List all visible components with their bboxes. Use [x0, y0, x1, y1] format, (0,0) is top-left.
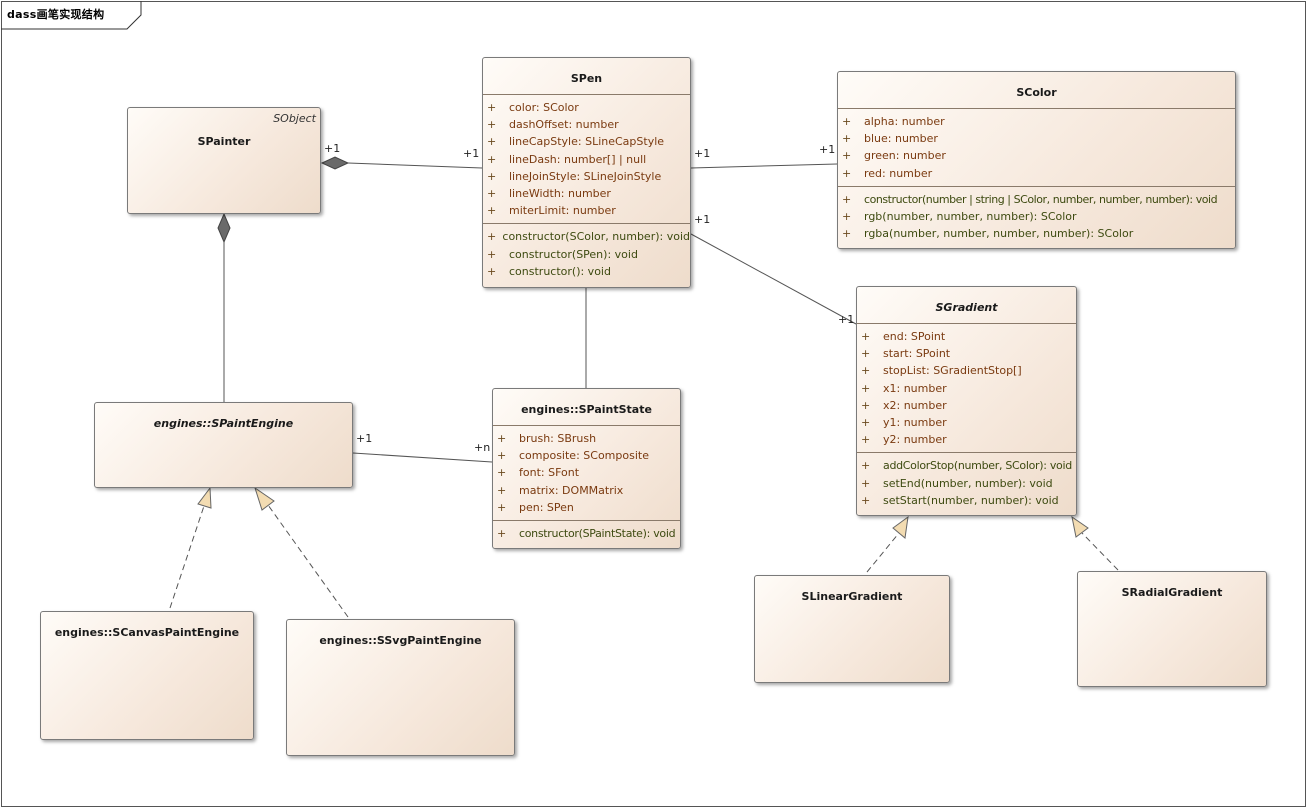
spen-op-row: +constructor(): void [487, 264, 611, 278]
sgradient-operations: +addColorStop(number, SColor): void +set… [857, 452, 1076, 513]
diagram-title: dass画笔实现结构 [7, 8, 105, 21]
mult-pen-gradient-pen: +1 [694, 213, 710, 226]
sgradient-attr-row: +stopList: SGradientStop[] [861, 364, 1022, 378]
spaintstate-attr-row: +font: SFont [497, 466, 580, 480]
spaintstate-name: engines::SPaintState [521, 403, 652, 416]
sgradient-attr-row: +y2: number [861, 433, 947, 447]
class-sradialgradient[interactable]: SRadialGradient [1077, 571, 1267, 687]
realization-arrow-canvas [197, 486, 212, 509]
scolor-op-row: +rgba(number, number, number, number): S… [842, 227, 1134, 241]
scolor-operations: +constructor(number | string | SColor, n… [838, 185, 1235, 247]
mult-engine-state-engine: +1 [356, 432, 372, 445]
scolor-op-row: +constructor(number | string | SColor, n… [842, 192, 1218, 206]
sgradient-attr-row: +x2: number [861, 398, 947, 412]
scolor-attr-row: +alpha: number [842, 115, 945, 128]
realization-line-svg [267, 504, 349, 618]
spen-attr-row: +color: SColor [487, 101, 579, 114]
spen-attr-row: +dashOffset: number [487, 118, 619, 132]
class-spainter[interactable]: SObject SPainter [127, 107, 321, 214]
spaintstate-attr-row: +pen: SPen [497, 500, 574, 514]
spaintengine-name: engines::SPaintEngine [153, 417, 294, 430]
sgradient-attr-row: +y1: number [861, 415, 947, 429]
spen-op-row: +constructor(SColor, number): void [487, 230, 690, 244]
scolor-attr-row: +red: number [842, 166, 933, 180]
scolor-attributes: +alpha: number +blue: number +green: num… [838, 108, 1235, 186]
spen-attr-row: +lineWidth: number [487, 186, 611, 200]
sgradient-op-row: +setEnd(number, number): void [861, 476, 1053, 490]
sgradient-attr-row: +x1: number [861, 381, 947, 395]
mult-painter-pen-pen: +1 [463, 147, 479, 160]
class-scanvaspaintengine[interactable]: engines::SCanvasPaintEngine [40, 611, 254, 740]
diagram-frame-tab [1, 1, 142, 30]
scolor-attr-row: +blue: number [842, 132, 938, 146]
slineargradient-name: SLinearGradient [801, 590, 903, 603]
realization-arrow-radial [1071, 515, 1089, 538]
spen-attributes: +color: SColor +dashOffset: number +line… [483, 94, 690, 223]
mult-engine-state-state: +n [474, 441, 490, 454]
class-spaintstate[interactable]: engines::SPaintState +brush: SBrush +com… [492, 388, 681, 549]
class-scolor[interactable]: SColor +alpha: number +blue: number +gre… [837, 71, 1236, 249]
scolor-name: SColor [1016, 86, 1057, 99]
spaintstate-attr-row: +brush: SBrush [497, 432, 597, 445]
realization-arrow-linear [892, 515, 909, 539]
composition-diamond-painter [320, 156, 350, 170]
association-engine-state [352, 452, 493, 463]
sgradient-name: SGradient [935, 301, 998, 314]
ssvgpaintengine-name: engines::SSvgPaintEngine [319, 634, 482, 647]
spaintstate-op-row: +constructor(SPaintState): void [497, 526, 676, 540]
realization-line-canvas [169, 505, 205, 609]
realization-arrow-svg [254, 486, 275, 511]
spaintstate-attr-row: +composite: SComposite [497, 449, 649, 463]
spen-operations: +constructor(SColor, number): void +cons… [483, 223, 690, 284]
sgradient-attributes: +end: SPoint +start: SPoint +stopList: S… [857, 323, 1076, 452]
mult-painter-pen-painter: +1 [324, 142, 340, 155]
class-sgradient[interactable]: SGradient +end: SPoint +start: SPoint +s… [856, 286, 1077, 516]
sradialgradient-name: SRadialGradient [1121, 586, 1223, 599]
class-slineargradient[interactable]: SLinearGradient [754, 575, 950, 683]
spainter-name: SPainter [197, 135, 251, 148]
scanvaspaintengine-name: engines::SCanvasPaintEngine [54, 626, 240, 639]
mult-pen-color-pen: +1 [694, 147, 710, 160]
spen-attr-row: +lineCapStyle: SLineCapStyle [487, 135, 665, 149]
realization-line-radial [1081, 532, 1119, 571]
spen-name: SPen [570, 72, 603, 85]
sgradient-op-row: +addColorStop(number, SColor): void [861, 459, 1072, 473]
spen-attr-row: +miterLimit: number [487, 204, 616, 218]
scolor-op-row: +rgb(number, number, number): SColor [842, 209, 1077, 223]
spaintstate-operations: +constructor(SPaintState): void [493, 519, 680, 546]
association-pen-color [690, 163, 838, 169]
sgradient-op-row: +setStart(number, number): void [861, 493, 1059, 507]
spen-attr-row: +lineDash: number[] | null [487, 152, 647, 166]
association-pen-gradient [690, 233, 857, 325]
class-spaintengine[interactable]: engines::SPaintEngine [94, 402, 353, 488]
class-spen[interactable]: SPen +color: SColor +dashOffset: number … [482, 57, 691, 288]
spainter-stereotype: SObject [273, 112, 316, 125]
mult-pen-color-color: +1 [819, 143, 835, 156]
scolor-attr-row: +green: number [842, 149, 946, 163]
composition-line-painter-pen [347, 162, 483, 169]
sgradient-attr-row: +end: SPoint [861, 330, 946, 343]
spaintstate-attr-row: +matrix: DOMMatrix [497, 483, 624, 497]
class-ssvgpaintengine[interactable]: engines::SSvgPaintEngine [286, 619, 515, 756]
composition-diamond-painter-engine [217, 212, 231, 244]
spen-op-row: +constructor(SPen): void [487, 247, 638, 261]
spen-attr-row: +lineJoinStyle: SLineJoinStyle [487, 169, 662, 183]
mult-pen-gradient-gradient: +1 [838, 313, 854, 326]
spaintstate-attributes: +brush: SBrush +composite: SComposite +f… [493, 425, 680, 520]
realization-line-linear [866, 532, 900, 573]
sgradient-attr-row: +start: SPoint [861, 347, 951, 361]
